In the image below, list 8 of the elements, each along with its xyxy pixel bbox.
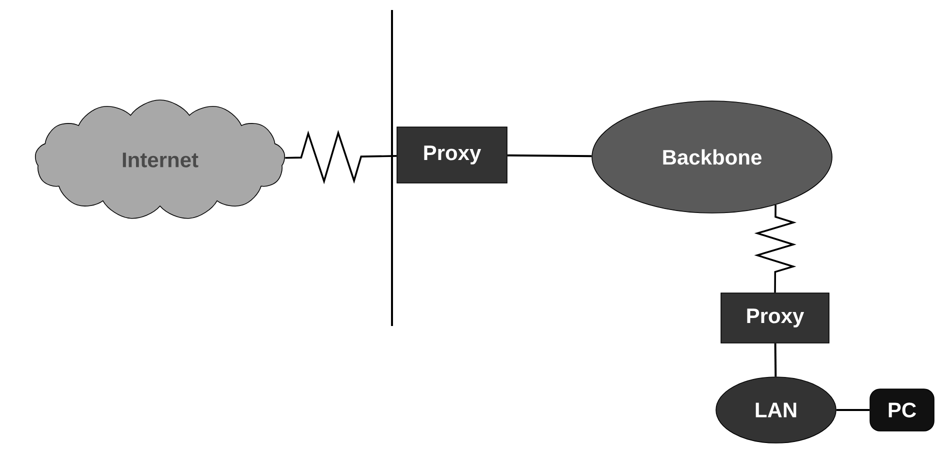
proxy-box: Proxy bbox=[720, 292, 830, 344]
zigzag-link bbox=[754, 204, 797, 293]
proxy-box: Proxy bbox=[396, 126, 508, 184]
computer-box: PC bbox=[870, 388, 934, 432]
link-line bbox=[507, 154, 592, 158]
link-line bbox=[774, 343, 777, 377]
zigzag-link bbox=[285, 130, 397, 184]
link-line bbox=[836, 409, 870, 411]
